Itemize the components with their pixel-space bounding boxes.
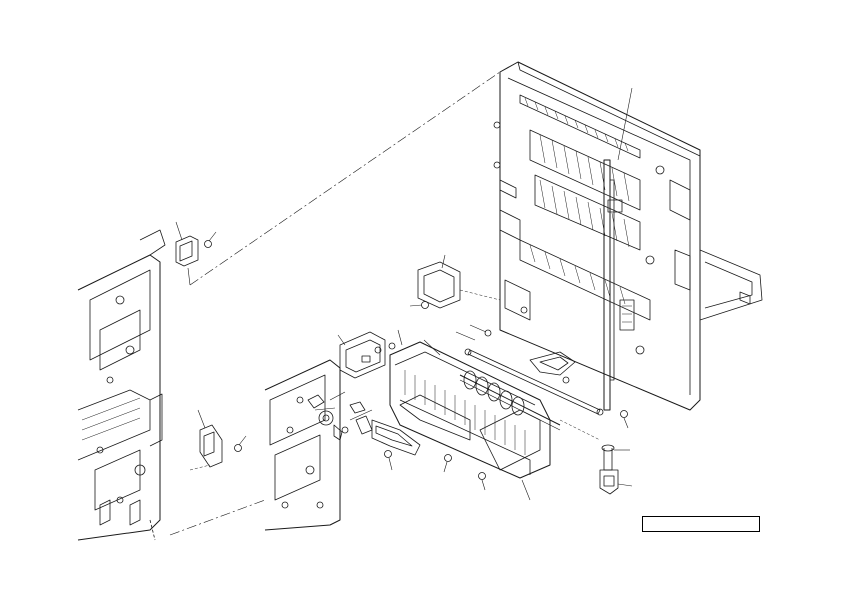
sensor-bracket (410, 255, 500, 309)
paper-guide-chute (390, 330, 603, 500)
clip-part (470, 325, 575, 383)
small-bracket-lower (190, 410, 246, 470)
center-frame-assembly (170, 360, 340, 535)
guide-plate-upper (338, 332, 395, 378)
reference-line-top (190, 72, 500, 285)
reference-box (642, 516, 760, 532)
lever-parts-right (560, 411, 632, 495)
left-frame-assembly (78, 230, 165, 540)
small-bracket-upper (176, 222, 216, 266)
screws-center-bottom (444, 455, 486, 491)
rear-unit-assembly (494, 62, 762, 410)
roller-group (460, 371, 560, 430)
plate-bracket (372, 420, 420, 470)
